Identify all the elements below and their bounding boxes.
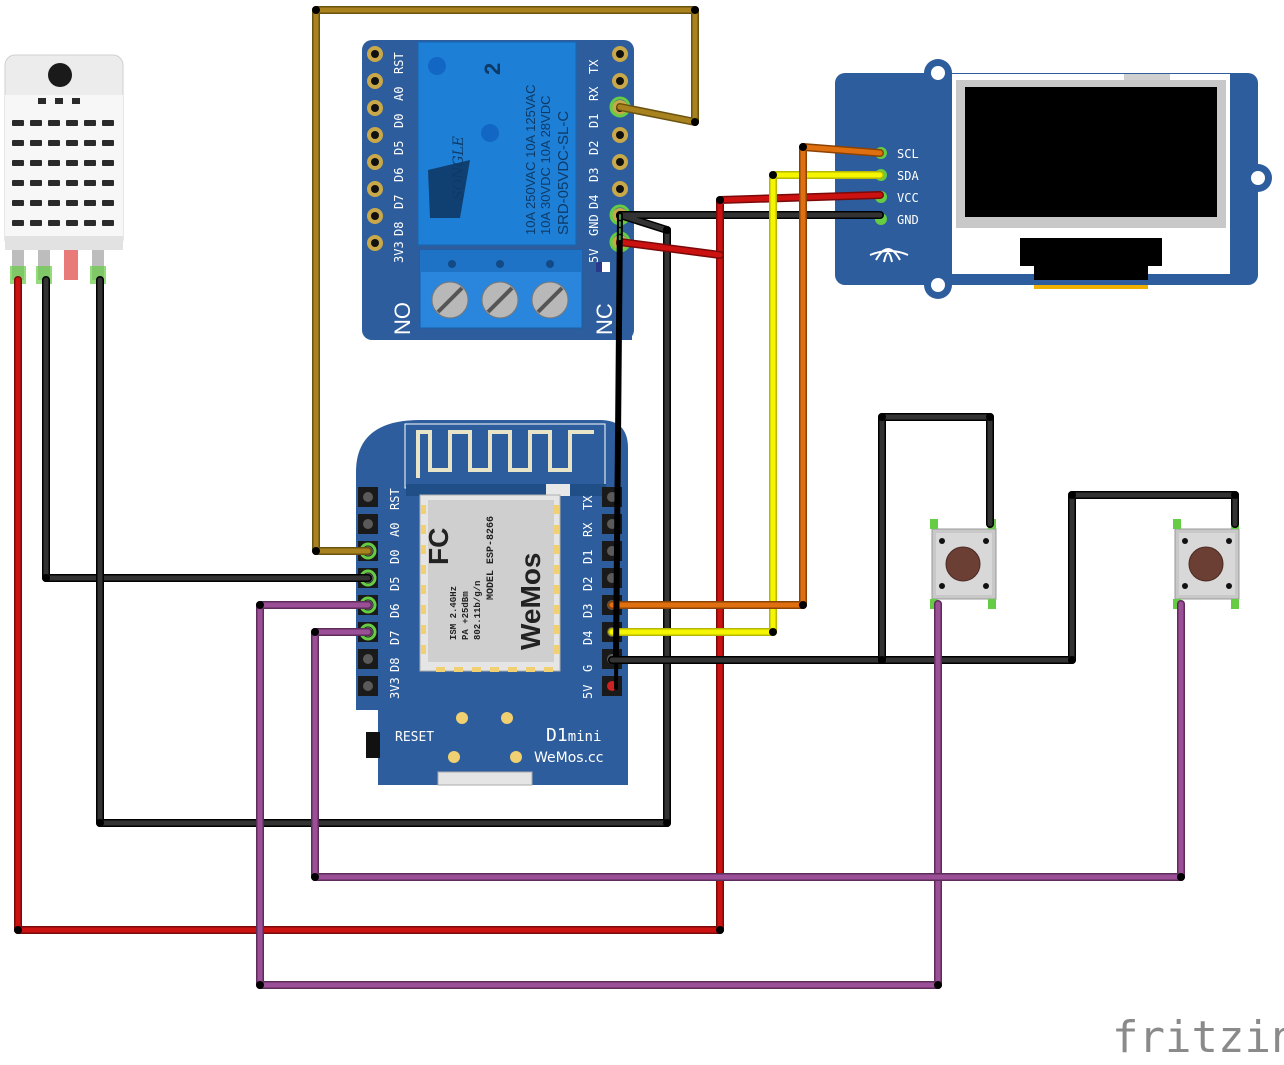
relay-nc-label: NC bbox=[592, 303, 617, 335]
relay-module: SONGLE 10A 250VAC 10A 125VAC 10A 30VDC 1… bbox=[362, 40, 634, 340]
oled-pin-label: SCL bbox=[897, 147, 919, 161]
module-model: MODEL ESP-8266 bbox=[486, 516, 497, 600]
d1-pin-pad bbox=[363, 492, 373, 502]
d1-pin-label: D2 bbox=[581, 577, 595, 591]
d1-pin-label: 3V3 bbox=[388, 677, 402, 699]
relay-pin-label: TX bbox=[587, 59, 601, 74]
grove-logo-icon bbox=[869, 248, 909, 263]
d1-pin-label: D3 bbox=[581, 604, 595, 618]
d1-pin-label: D6 bbox=[388, 604, 402, 618]
d1-pin-label: D8 bbox=[388, 658, 402, 672]
relay-pin-label: GND bbox=[587, 214, 601, 236]
push-button-2 bbox=[1173, 519, 1240, 609]
relay-pin-label: D0 bbox=[392, 114, 406, 128]
d1-pin-pad bbox=[363, 519, 373, 529]
relay-pin-label: D1 bbox=[587, 114, 601, 128]
d1-pin-label: RST bbox=[388, 488, 402, 510]
d1-pin-label: D5 bbox=[388, 577, 402, 591]
dht-sensor bbox=[4, 54, 124, 284]
d1-pin-label: RX bbox=[581, 522, 595, 537]
relay-pin-label: RST bbox=[392, 52, 406, 74]
d1-pin-label: G bbox=[581, 665, 595, 672]
relay-model: SRD-05VDC-SL-C bbox=[555, 111, 572, 235]
d1-pin-label: D1 bbox=[581, 550, 595, 564]
relay-rating-1: 10A 250VAC 10A 125VAC bbox=[523, 84, 538, 235]
oled-pin-label: VCC bbox=[897, 191, 919, 205]
relay-rating-2: 10A 30VDC 10A 28VDC bbox=[538, 96, 553, 235]
relay-pin-label: RX bbox=[587, 86, 601, 101]
oled-pin-label: GND bbox=[897, 213, 919, 227]
module-brand: WeMos bbox=[515, 553, 546, 651]
push-button-1 bbox=[930, 519, 997, 609]
module-spec-2: PA +25dBm bbox=[461, 591, 471, 640]
d1-pin-pad bbox=[363, 681, 373, 691]
fcc-logo: FC bbox=[423, 528, 454, 565]
oled-display: SCL SDA VCC GND bbox=[835, 59, 1272, 299]
relay-pin-label: D8 bbox=[392, 222, 406, 236]
d1-pin-label: D7 bbox=[388, 631, 402, 645]
board-name: D1mini bbox=[546, 725, 601, 746]
relay-pin-label: 5V bbox=[587, 249, 601, 263]
d1-pin-label: D4 bbox=[581, 631, 595, 645]
d1-mini-board: FC MODEL ESP-8266 ISM 2.4GHz PA +25dBm 8… bbox=[356, 420, 628, 786]
relay-pin-label: D4 bbox=[587, 195, 601, 209]
relay-pin-label: D5 bbox=[392, 141, 406, 155]
oled-pin-label: SDA bbox=[897, 169, 919, 183]
module-spec-1: ISM 2.4GHz bbox=[449, 586, 459, 640]
reset-label: RESET bbox=[395, 730, 434, 745]
d1-pin-label: TX bbox=[581, 495, 595, 510]
relay-pin-label: D7 bbox=[392, 195, 406, 209]
relay-pin-label: A0 bbox=[392, 87, 406, 101]
module-spec-3: 802.11b/g/n bbox=[473, 581, 483, 640]
relay-no-label: NO bbox=[390, 302, 415, 335]
maker-label: WeMos.cc bbox=[534, 750, 603, 766]
fritzing-watermark: fritzing bbox=[1112, 1012, 1284, 1063]
svg-text:2: 2 bbox=[480, 63, 505, 75]
wires bbox=[14, 6, 1239, 989]
d1-pin-pad bbox=[363, 654, 373, 664]
d1-pin-label: A0 bbox=[388, 523, 402, 537]
relay-pin-label: 3V3 bbox=[392, 241, 406, 263]
relay-pin-label: D2 bbox=[587, 141, 601, 155]
d1-pin-label: 5V bbox=[581, 685, 595, 699]
relay-pin-label: D3 bbox=[587, 168, 601, 182]
d1-pin-label: D0 bbox=[388, 550, 402, 564]
screw-terminal-icon bbox=[431, 281, 569, 319]
relay-pin-label: D6 bbox=[392, 168, 406, 182]
